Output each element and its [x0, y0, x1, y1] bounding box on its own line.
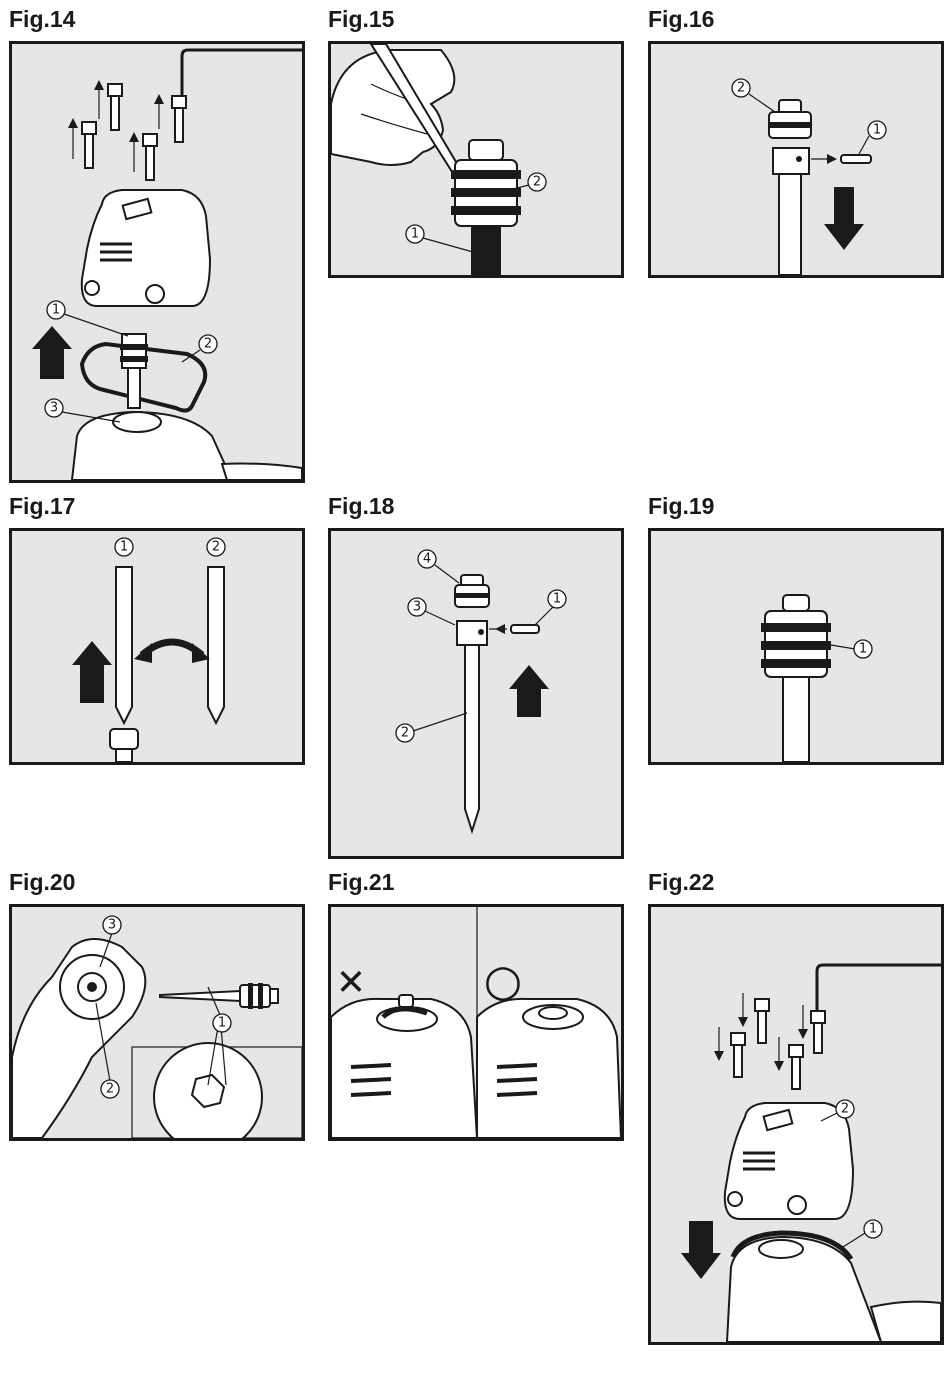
callout-2: 2 [841, 1102, 849, 1117]
callout-2: 2 [106, 1082, 114, 1097]
callout-1: 1 [873, 123, 881, 138]
bit-old [115, 566, 133, 726]
up-arrow-icon [68, 80, 164, 172]
fig22-panel: 2 1 [648, 904, 944, 1345]
misplaced-gasket [381, 1006, 428, 1019]
callout-1: 1 [120, 540, 128, 555]
fig21-panel: ✕ ○ [328, 904, 624, 1141]
bit-new [207, 566, 225, 726]
callout-2: 2 [401, 726, 409, 741]
callout-2: 2 [737, 81, 745, 96]
callout-2: 2 [204, 337, 212, 352]
callout-4: 4 [423, 552, 431, 567]
big-up-arrow-icon [72, 641, 112, 703]
hex-key-icon [815, 963, 941, 1047]
fig20-title: Fig.20 [9, 869, 76, 895]
callout-1: 1 [553, 592, 561, 607]
screw-icon [730, 998, 826, 1090]
fig17-panel: 1 2 [9, 528, 305, 765]
correct-mark-icon: ○ [484, 956, 522, 1007]
fig17-title: Fig.17 [9, 493, 76, 519]
gear-housing [80, 189, 212, 307]
fig19-panel: 1 [648, 528, 944, 765]
impact-bolt [121, 333, 147, 369]
fig16-panel: 2 1 [648, 41, 944, 278]
gear-housing [723, 1102, 855, 1220]
housing-incorrect [331, 997, 479, 1138]
incorrect-mark-icon: ✕ [336, 963, 366, 1004]
hex-key-icon [180, 48, 302, 134]
pin [840, 154, 872, 164]
fig14-panel: 1 2 3 [9, 41, 305, 483]
bit-shaft [778, 173, 802, 275]
down-arrow-icon [714, 993, 808, 1071]
fig14-title: Fig.14 [9, 6, 76, 32]
hex-socket-icon [190, 1073, 226, 1109]
callout-1: 1 [52, 303, 60, 318]
fig18-title: Fig.18 [328, 493, 395, 519]
bit-shaft [464, 644, 480, 835]
callout-1: 1 [859, 642, 867, 657]
gasket [79, 341, 208, 413]
callout-1: 1 [411, 227, 419, 242]
callout-3: 3 [108, 918, 116, 933]
fig22-title: Fig.22 [648, 869, 715, 895]
callout-3: 3 [413, 600, 421, 615]
gasket [730, 1230, 854, 1261]
fig20-panel: 3 1 2 [9, 904, 305, 1141]
big-up-arrow-icon [32, 326, 72, 379]
screw-icon [81, 83, 187, 181]
callout-2: 2 [212, 540, 220, 555]
big-up-arrow-icon [509, 665, 549, 717]
pin [510, 624, 540, 634]
motor-housing [725, 1235, 883, 1342]
housing-correct [476, 997, 621, 1138]
callout-1: 1 [869, 1222, 877, 1237]
collar [772, 147, 810, 175]
fig18-panel: 4 1 3 2 [328, 528, 624, 859]
callout-3: 3 [50, 401, 58, 416]
callout-1: 1 [218, 1016, 226, 1031]
callout-2: 2 [533, 175, 541, 190]
fig15-panel: 2 1 [328, 41, 624, 278]
big-down-arrow-icon [681, 1221, 721, 1279]
bit [159, 989, 241, 1003]
fig15-title: Fig.15 [328, 6, 395, 32]
fig19-title: Fig.19 [648, 493, 715, 519]
fig16-title: Fig.16 [648, 6, 715, 32]
fig21-title: Fig.21 [328, 869, 395, 895]
big-down-arrow-icon [824, 187, 864, 250]
